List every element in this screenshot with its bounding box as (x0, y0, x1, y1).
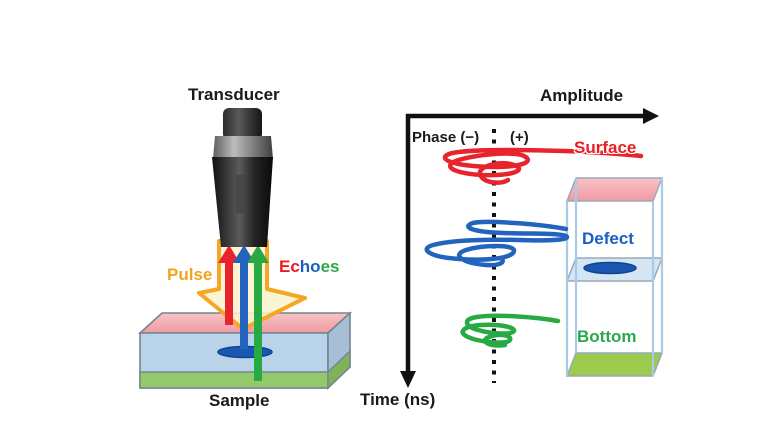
surface-slab (565, 177, 664, 202)
bottom-echo-label: Bottom (577, 327, 637, 346)
transducer-cap (223, 108, 262, 140)
red-echo-arrowhead-icon (218, 245, 240, 263)
surface-waveform (442, 147, 644, 185)
phase-negative-label: Phase (−) (412, 129, 480, 146)
transducer-body-highlight (236, 175, 246, 213)
surface-echo-label: Surface (574, 138, 637, 157)
echoes-label-part-blue: ho (299, 257, 321, 276)
phase-positive-label: (+) (510, 129, 529, 146)
amplitude-axis-arrowhead-icon (643, 108, 659, 124)
defect-waveform (424, 219, 570, 268)
defect-slab-ellipse (583, 261, 637, 275)
time-axis-arrowhead-icon (400, 371, 416, 388)
transducer-collar (213, 136, 273, 159)
echoes-label-part-green: es (320, 257, 340, 276)
echoes-label: Echoes (279, 257, 340, 277)
echo-arrows (218, 245, 269, 381)
bottom-waveform (460, 313, 561, 348)
bottom-slab (565, 352, 664, 377)
blue-echo-arrowhead-icon (233, 245, 255, 263)
pulse-label: Pulse (167, 265, 213, 284)
green-echo-arrowhead-icon (247, 245, 269, 263)
transducer-label: Transducer (188, 85, 280, 104)
sample-bottom-layer-side (327, 349, 351, 390)
time-axis-label: Time (ns) (360, 390, 436, 409)
sample-bottom-layer (139, 371, 329, 389)
sample-label: Sample (209, 391, 270, 410)
defect-echo-label: Defect (582, 229, 634, 248)
amplitude-axis-label: Amplitude (540, 86, 624, 105)
echoes-label-part-red: Ec (279, 257, 300, 276)
sample-column-box (565, 177, 664, 377)
transducer (212, 108, 273, 247)
